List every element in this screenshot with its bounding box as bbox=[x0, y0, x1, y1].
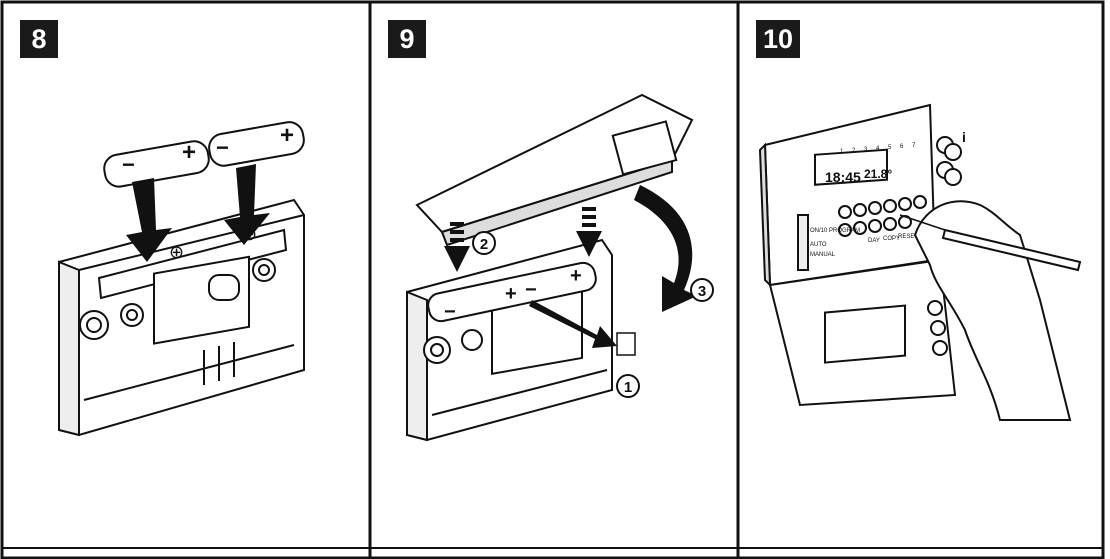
info-label: i bbox=[962, 129, 966, 145]
battery bbox=[427, 261, 597, 323]
mode-label: AUTO bbox=[810, 242, 827, 248]
step-10-panel: 10 18:45 21.8° i 1 2 3 bbox=[740, 0, 1102, 559]
pull-tab bbox=[616, 332, 636, 356]
rotate-arrow bbox=[634, 185, 697, 312]
day-digit: 4 bbox=[876, 146, 880, 152]
battery-minus-label: − bbox=[216, 135, 229, 160]
insert-arrow bbox=[126, 178, 172, 262]
battery-plus-label: + bbox=[182, 139, 196, 166]
mode-label: ON/10 PROGRAM bbox=[810, 228, 860, 234]
polarity-symbol: ⊕ bbox=[169, 242, 184, 262]
lcd-temperature: 21.8° bbox=[864, 167, 892, 181]
step-number-badge: 9 bbox=[388, 20, 426, 58]
battery-plus-label: + bbox=[280, 122, 294, 149]
battery-insertion-illustration: − + − + ⊕ ⊕ bbox=[58, 121, 305, 437]
battery-plus-label: + bbox=[505, 283, 517, 305]
hand bbox=[913, 200, 1072, 421]
battery bbox=[208, 121, 305, 167]
battery-plus-label: + bbox=[570, 265, 582, 287]
lcd-screen bbox=[814, 148, 888, 186]
battery-minus-label: − bbox=[444, 301, 456, 323]
pull-tab-arrow bbox=[529, 300, 617, 348]
battery bbox=[103, 140, 210, 188]
step-number-badge: 10 bbox=[756, 20, 800, 58]
day-digit: 6 bbox=[900, 144, 904, 150]
step-8-panel: 8 − + − + ⊕ bbox=[4, 0, 370, 559]
battery-minus-label: − bbox=[122, 152, 135, 177]
day-digit: 1 bbox=[840, 149, 844, 155]
reset-thermostat-illustration: 18:45 21.8° i 1 2 3 4 5 6 7 ON/10 PROGRA… bbox=[758, 103, 1082, 421]
callout-2: 2 bbox=[480, 236, 488, 253]
button-label: RESET bbox=[898, 234, 918, 240]
step-9-panel: 9 − + − + bbox=[372, 0, 738, 559]
polarity-symbol: ⊕ bbox=[242, 224, 257, 244]
button-label: DAY bbox=[868, 238, 880, 244]
mode-label: MANUAL bbox=[810, 252, 836, 258]
button-label: COPY bbox=[883, 236, 900, 242]
insert-arrow bbox=[576, 231, 602, 257]
lcd-time: 18:45 bbox=[825, 169, 861, 185]
insert-arrow bbox=[444, 246, 470, 272]
day-digit: 5 bbox=[888, 145, 892, 151]
insert-arrow bbox=[224, 164, 270, 245]
callout-3: 3 bbox=[698, 283, 706, 300]
callout-1: 1 bbox=[624, 379, 632, 396]
day-digit: 7 bbox=[912, 143, 916, 149]
battery-minus-label: − bbox=[525, 279, 537, 301]
cover-closing-illustration: − + − + 2 3 1 bbox=[406, 93, 714, 442]
day-digit: 2 bbox=[852, 148, 856, 154]
step-number-badge: 8 bbox=[20, 20, 58, 58]
day-digit: 3 bbox=[864, 147, 868, 153]
